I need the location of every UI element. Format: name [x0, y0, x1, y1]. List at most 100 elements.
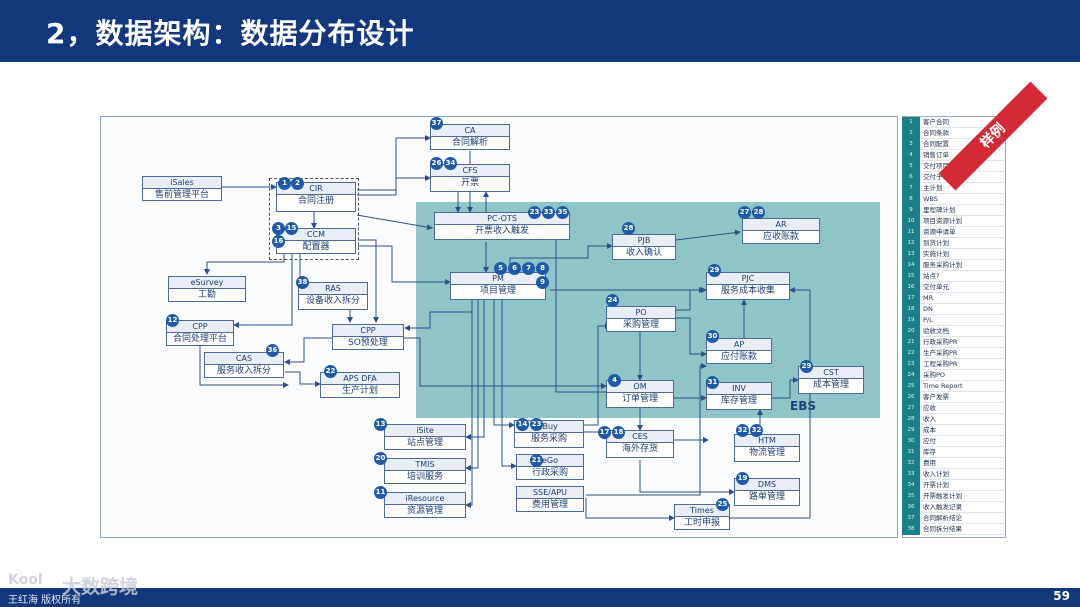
- badge: 29: [708, 264, 721, 277]
- badge: 19: [736, 472, 749, 485]
- legend-number: 25: [902, 381, 920, 392]
- legend-label: 主计划: [923, 184, 943, 192]
- legend-label: 客户发票: [923, 393, 949, 401]
- line-po-pjc: [676, 287, 707, 311]
- legend-label: 客户合同: [923, 118, 949, 126]
- legend-divider: [921, 467, 1004, 469]
- legend-divider: [921, 214, 1004, 216]
- line-cir-cfs: [357, 175, 431, 196]
- legend-number: 24: [902, 370, 920, 381]
- line-pm-tmis: [465, 300, 479, 471]
- legend-label: 库存: [923, 448, 936, 456]
- legend-divider: [921, 247, 1004, 249]
- legend-divider: [921, 379, 1004, 381]
- badge: 28: [622, 222, 635, 235]
- legend-number: 33: [902, 469, 920, 480]
- legend-divider: [921, 445, 1004, 447]
- badge: 17: [598, 426, 611, 439]
- badge: 13: [374, 418, 387, 431]
- title-bar: [0, 0, 1080, 62]
- legend-number: 12: [902, 238, 920, 249]
- badge: 23: [530, 418, 543, 431]
- legend-divider: [921, 357, 1004, 359]
- legend-divider: [921, 368, 1004, 370]
- legend-number: 31: [902, 447, 920, 458]
- legend-label: 应付: [923, 437, 936, 445]
- legend-number: 37: [902, 513, 920, 524]
- badge: 35: [556, 206, 569, 219]
- legend-divider: [921, 511, 1004, 513]
- legend-number: 29: [902, 425, 920, 436]
- legend-divider: [921, 126, 1004, 128]
- legend-number: 21: [902, 337, 920, 348]
- line-cir-ca: [357, 135, 431, 191]
- badge: 34: [444, 157, 457, 170]
- line-cpp1-cas: [199, 344, 289, 388]
- contract-dashed-group: [269, 178, 359, 260]
- legend-divider: [921, 522, 1004, 524]
- legend-label: 费用: [923, 459, 936, 467]
- legend-number: 7: [902, 183, 920, 194]
- legend-label: 合同配置: [923, 140, 949, 148]
- legend-label: Time Report: [923, 382, 963, 390]
- legend-divider: [921, 225, 1004, 227]
- legend-divider: [921, 500, 1004, 502]
- line-cpp2-om: [404, 337, 607, 389]
- legend-number: 13: [902, 249, 920, 260]
- legend-divider: [921, 258, 1004, 260]
- watermark-logo: Kool: [8, 572, 43, 588]
- legend-label: 站点?: [923, 272, 940, 280]
- copyright-text: 王红海 版权所有: [8, 595, 82, 606]
- badge: 33: [542, 206, 555, 219]
- line-times-pjc: [730, 287, 811, 519]
- legend-label: 收入: [923, 415, 936, 423]
- line-ccm-cpp2: [358, 239, 379, 323]
- legend-label: P/L: [923, 316, 933, 324]
- legend-number: 11: [902, 227, 920, 238]
- badge: 37: [430, 117, 443, 130]
- badge: 4: [608, 374, 621, 387]
- line-pjb-ar: [675, 229, 741, 241]
- legend-label: 应收: [923, 404, 936, 412]
- badge: 23: [528, 206, 541, 219]
- legend-divider: [921, 533, 1004, 535]
- line-ccm-pm: [358, 245, 451, 285]
- legend-number: 32: [902, 458, 920, 469]
- line-pm-iresource: [465, 300, 473, 508]
- legend-divider: [921, 203, 1004, 205]
- badge: 27: [738, 206, 751, 219]
